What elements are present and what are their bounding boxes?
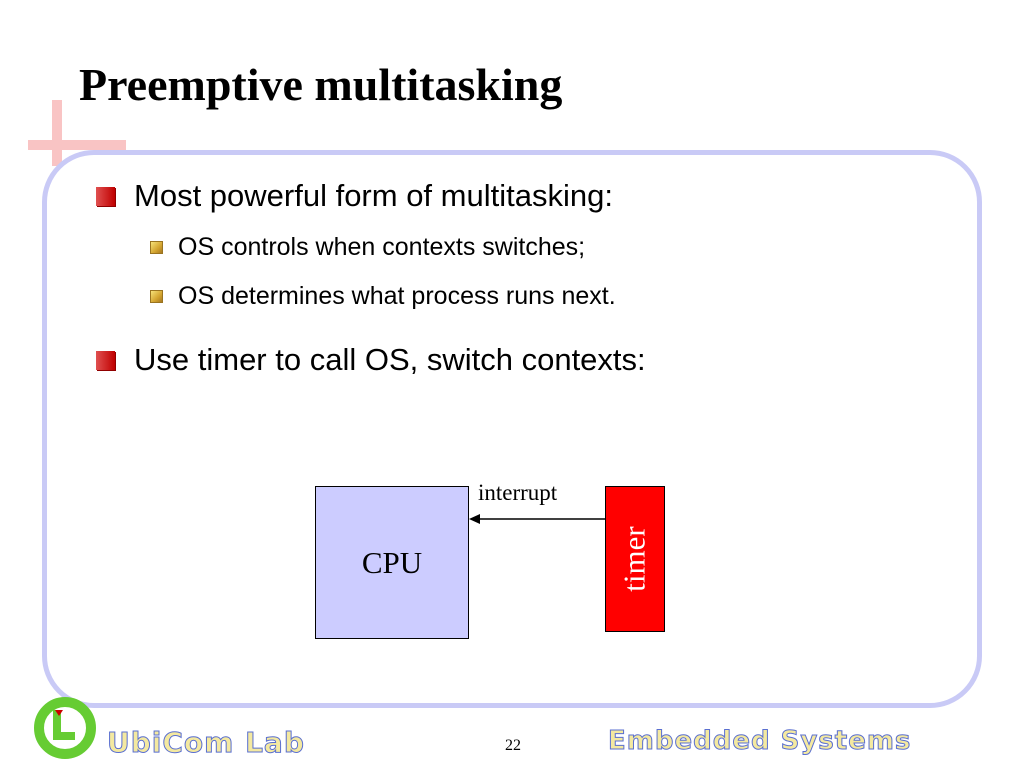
bullet-item-1: Most powerful form of multitasking: xyxy=(96,178,613,214)
timer-box: timer xyxy=(605,486,665,632)
sub-bullet-text: OS controls when contexts switches; xyxy=(178,233,586,261)
content-frame xyxy=(42,150,982,708)
sub-bullet-item-1: OS controls when contexts switches; xyxy=(150,233,585,262)
bullet-text: Use timer to call OS, switch contexts: xyxy=(134,342,646,377)
cpu-box: CPU xyxy=(315,486,469,639)
interrupt-label: interrupt xyxy=(478,480,558,505)
sub-bullet-text: OS determines what process runs next. xyxy=(178,282,616,310)
cpu-label: CPU xyxy=(361,544,423,580)
gold-square-bullet-icon xyxy=(150,290,163,303)
timer-label: timer xyxy=(617,526,653,592)
gold-square-bullet-icon xyxy=(150,241,163,254)
slide-title: Preemptive multitasking xyxy=(79,59,563,110)
footer-lab-name: UbiCom Lab xyxy=(107,726,305,760)
page-number: 22 xyxy=(505,737,521,754)
bullet-text: Most powerful form of multitasking: xyxy=(134,178,613,213)
ubicom-logo-icon xyxy=(34,697,96,759)
decorative-cross-vertical xyxy=(52,100,62,166)
decorative-cross-horizontal xyxy=(28,140,126,150)
red-square-bullet-icon xyxy=(96,350,115,370)
red-square-bullet-icon xyxy=(96,186,115,206)
footer-course-name: Embedded Systems xyxy=(607,726,912,757)
interrupt-arrow-icon xyxy=(469,514,605,524)
bullet-item-2: Use timer to call OS, switch contexts: xyxy=(96,342,646,378)
sub-bullet-item-2: OS determines what process runs next. xyxy=(150,282,616,311)
